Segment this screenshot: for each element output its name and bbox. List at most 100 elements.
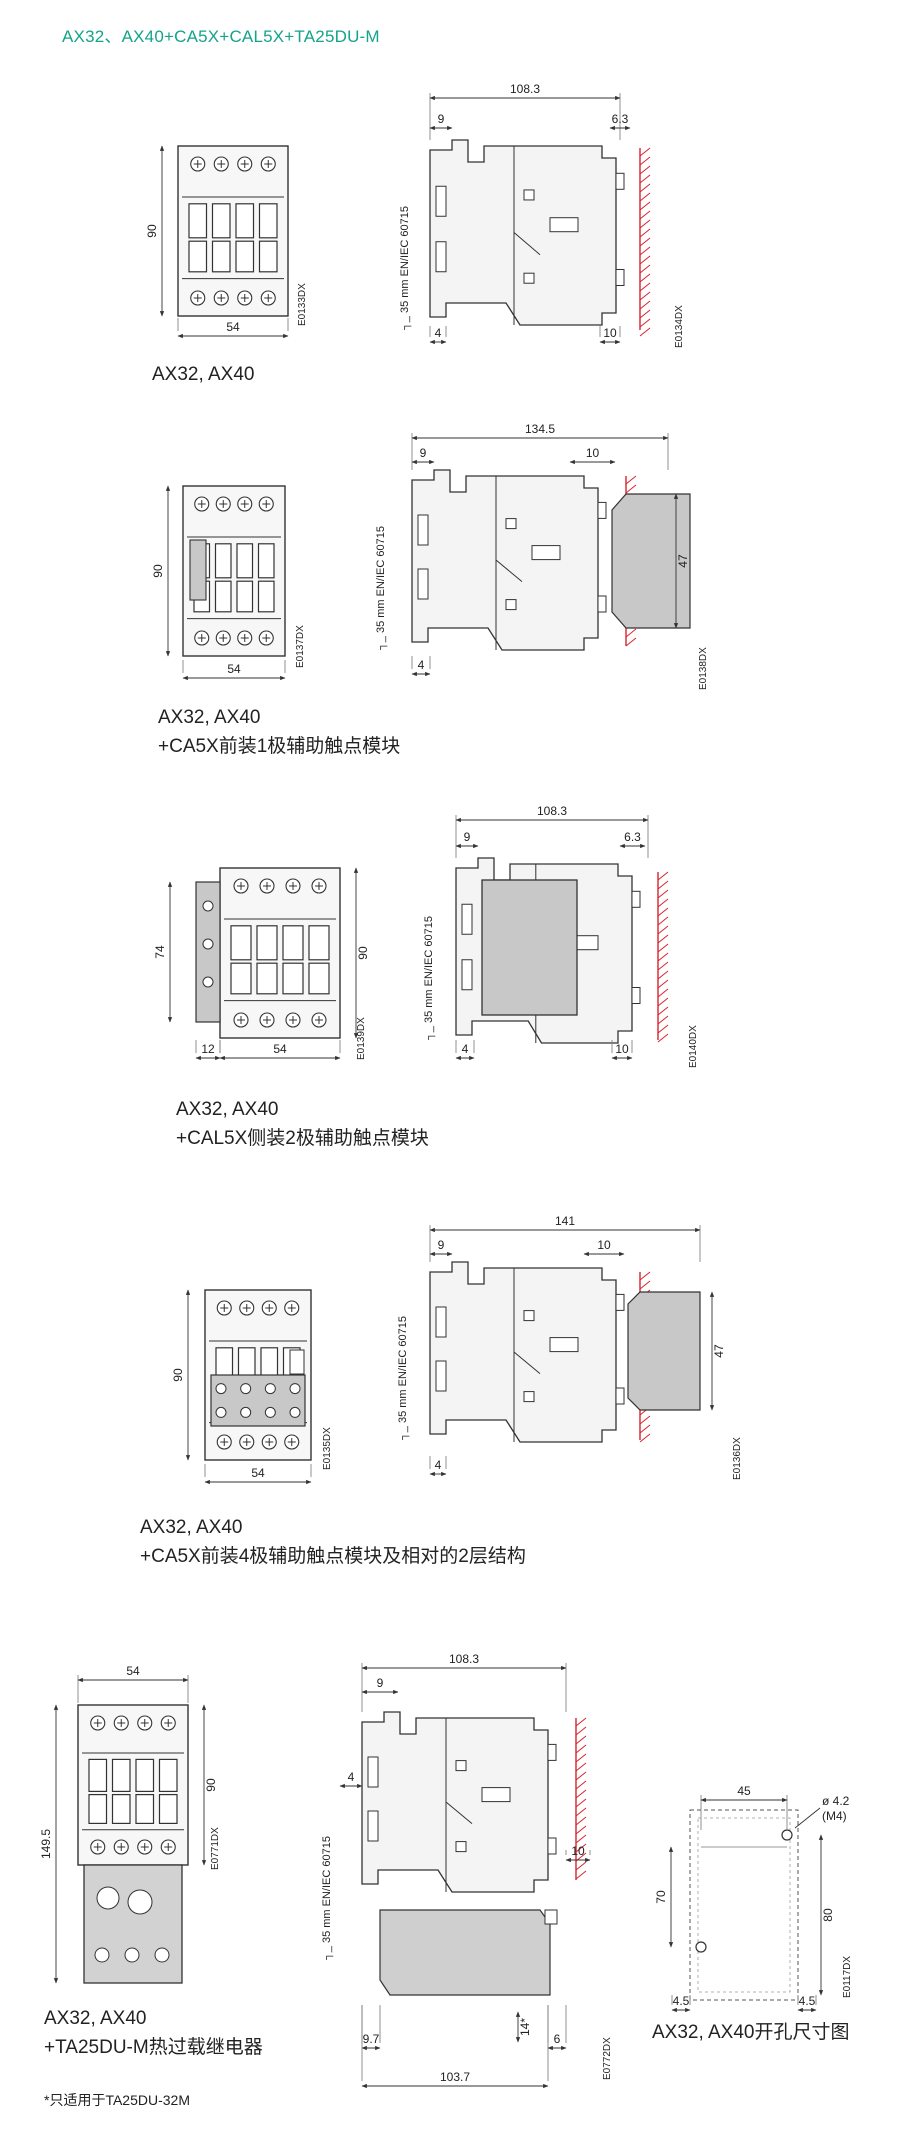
dim-label: 4.5 xyxy=(799,1994,816,2008)
module-screw xyxy=(215,1406,227,1418)
caption-1-line-1: AX32, AX40 xyxy=(152,364,255,385)
dim-label: 108.3 xyxy=(510,82,540,96)
dim-label: 54 xyxy=(226,320,240,334)
drawing-code: E0139DX xyxy=(356,1017,367,1060)
module-screw xyxy=(240,1383,252,1395)
rail-label: ┐_ 35 mm EN/IEC 60715 xyxy=(397,1316,410,1441)
drawing-code: E0134DX xyxy=(674,305,685,348)
dim-label: 90 xyxy=(151,564,165,578)
dim-label: 4 xyxy=(435,326,442,340)
caption-4: AX32, AX40 +CA5X前装4极辅助触点模块及相对的2层结构 xyxy=(140,1513,526,1571)
caption-4-line-2: +CA5X前装4极辅助触点模块及相对的2层结构 xyxy=(140,1546,526,1567)
rail-label: ┐_ 35 mm EN/IEC 60715 xyxy=(375,526,388,651)
dim-label: 54 xyxy=(251,1466,265,1480)
drawing-code: E0137DX xyxy=(295,625,306,668)
dim-label: 54 xyxy=(227,662,241,676)
dim-label: 6.3 xyxy=(612,112,629,126)
relay-dial xyxy=(96,1886,120,1910)
relay-screw xyxy=(154,1947,170,1963)
module-screw xyxy=(240,1406,252,1418)
dim-label: 70 xyxy=(654,1890,668,1904)
mount-hole xyxy=(781,1829,793,1841)
relay-dial xyxy=(127,1889,153,1915)
dim-label: 10 xyxy=(597,1238,611,1252)
caption-3-line-2: +CAL5X侧装2极辅助触点模块 xyxy=(176,1128,429,1149)
caption-2-line-1: AX32, AX40 xyxy=(158,707,261,728)
dim-label: 54 xyxy=(273,1042,287,1056)
cutout-caption: AX32, AX40开孔尺寸图 xyxy=(652,2022,850,2043)
dim-label: 45 xyxy=(737,1784,751,1798)
thread-label: (M4) xyxy=(822,1809,847,1823)
drawing-code: E0133DX xyxy=(297,283,308,326)
cutout-outline xyxy=(689,1809,799,2001)
dim-label: 90 xyxy=(204,1778,218,1792)
front-module xyxy=(611,493,691,629)
caption-3: AX32, AX40 +CAL5X侧装2极辅助触点模块 xyxy=(176,1095,429,1153)
drawing-code: E0136DX xyxy=(732,1437,743,1480)
module-screw xyxy=(202,976,214,988)
dim-label: 4 xyxy=(348,1770,355,1784)
mount-hole xyxy=(695,1941,707,1953)
caption-2: AX32, AX40 +CA5X前装1极辅助触点模块 xyxy=(158,703,400,761)
dim-label: 9 xyxy=(438,112,445,126)
contactor-profile xyxy=(429,139,617,326)
dim-label: 141 xyxy=(555,1214,575,1228)
cutout-inner xyxy=(697,1817,791,1993)
rail-label: ┐_ 35 mm EN/IEC 60715 xyxy=(423,916,436,1041)
rail-label: ┐_ 35 mm EN/IEC 60715 xyxy=(321,1836,334,1961)
caption-1: AX32, AX40 xyxy=(152,360,254,389)
dim-label: 90 xyxy=(356,946,370,960)
dim-label: 4.5 xyxy=(673,1994,690,2008)
page-header: AX32、AX40+CA5X+CAL5X+TA25DU-M xyxy=(62,27,380,46)
module-screw xyxy=(202,900,214,912)
dim-label: 47 xyxy=(676,554,690,568)
drawing-code: E0135DX xyxy=(322,1427,333,1470)
contactor-profile xyxy=(411,469,599,651)
dim-label: 108.3 xyxy=(449,1652,479,1666)
dim-label: 9 xyxy=(438,1238,445,1252)
relay-screw xyxy=(94,1947,110,1963)
section-1: 90 54 E0133DX 108.3 9 6.3 4 10 ┐_ 35 mm EN/IEC 6… xyxy=(145,82,685,348)
drawing-code: E0771DX xyxy=(210,1827,221,1870)
dim-label: 9 xyxy=(377,1676,384,1690)
dim-label: 10 xyxy=(603,326,617,340)
drawing-code: E0117DX xyxy=(842,1956,853,1998)
dim-label: 14* xyxy=(518,2018,532,2036)
dim-label: 90 xyxy=(145,224,159,238)
drawing-code: E0138DX xyxy=(698,647,709,690)
module-screw xyxy=(202,938,214,950)
relay-profile xyxy=(379,1909,551,1996)
dim-label: 10 xyxy=(571,1844,585,1858)
dim-label: 80 xyxy=(821,1908,835,1922)
relay-screw xyxy=(124,1947,140,1963)
section-5: 54149.590E0771DX108.394109.7103.7614*┐_ … xyxy=(39,1652,613,2089)
dim-label: 6.3 xyxy=(624,830,641,844)
dim-label: 108.3 xyxy=(537,804,567,818)
dim-label: 149.5 xyxy=(39,1829,53,1859)
dim-label: 54 xyxy=(126,1664,140,1678)
cutout-drawing: 45 ø 4.2(M4) 70 80 4.5 4.5 E0117DX xyxy=(654,1784,853,2013)
caption-2-line-2: +CA5X前装1极辅助触点模块 xyxy=(158,736,401,757)
dim-label: 103.7 xyxy=(440,2070,470,2084)
hole-label: ø 4.2 xyxy=(822,1794,850,1808)
dim-label: 10 xyxy=(615,1042,629,1056)
drawing-code: E0140DX xyxy=(688,1025,699,1068)
dim-label: 4 xyxy=(462,1042,469,1056)
footnote: *只适用于TA25DU-32M xyxy=(44,2092,190,2108)
dim-label: 9 xyxy=(464,830,471,844)
caption-5: AX32, AX40 +TA25DU-M热过载继电器 xyxy=(44,2004,263,2062)
contactor-profile xyxy=(361,1711,549,1893)
dim-label: 9.7 xyxy=(363,2032,380,2046)
rail-label: ┐_ 35 mm EN/IEC 60715 xyxy=(399,206,412,331)
contactor-profile xyxy=(429,1261,617,1443)
module-screw xyxy=(264,1383,276,1395)
dim-label: 4 xyxy=(435,1458,442,1472)
dim-label: 134.5 xyxy=(525,422,555,436)
module-screw xyxy=(289,1406,301,1418)
module-screw xyxy=(289,1383,301,1395)
caption-3-line-1: AX32, AX40 xyxy=(176,1099,279,1120)
